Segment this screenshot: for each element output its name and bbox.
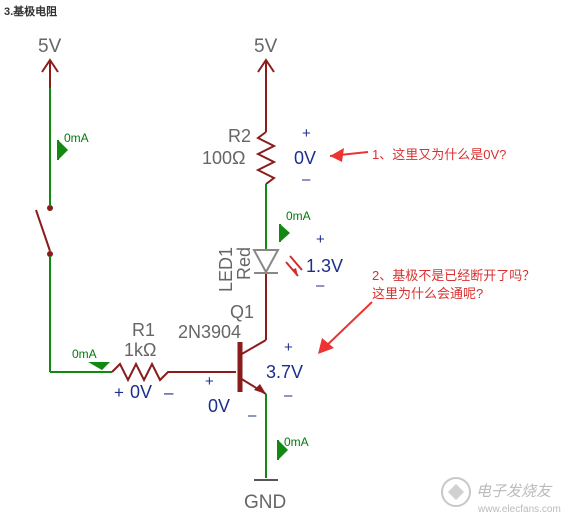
left-current-arrow-icon: [58, 140, 68, 160]
r1-resistor: [111, 361, 176, 383]
r2-voltage: 0V: [294, 148, 316, 168]
note2-arrow-line: [321, 301, 373, 351]
right-supply-label: 5V: [254, 36, 278, 57]
emitter-current-label: 0mA: [284, 435, 309, 449]
watermark: 电子发烧友 www.elecfans.com: [441, 477, 561, 515]
r2-ref-label: R2: [228, 126, 251, 146]
led-minus: –: [316, 277, 325, 294]
right-current-label: 0mA: [286, 209, 311, 223]
right-branch: [237, 58, 303, 481]
r1-value-label: 1kΩ: [124, 340, 156, 360]
q1-part-label: 2N3904: [178, 322, 241, 342]
watermark-brand: 电子发烧友: [476, 483, 553, 500]
q1-collector-leg: [239, 339, 267, 356]
left-branch: [35, 58, 236, 383]
left-current-label: 0mA: [64, 131, 89, 145]
led-emit-ray-2: [289, 255, 303, 271]
r1-ref-label: R1: [132, 320, 155, 340]
ground-label: GND: [244, 492, 286, 513]
led-ref-label: LED1: [216, 247, 236, 292]
left-supply-arrow: [41, 58, 59, 73]
r1-plus: +: [114, 383, 124, 402]
base-current-arrow-icon: [88, 362, 110, 370]
note2-text-line2: 这里为什么会通呢?: [372, 286, 483, 301]
q1-emitter-arrow: [254, 384, 266, 394]
watermark-url: www.elecfans.com: [477, 504, 561, 515]
note1-text: 1、这里又为什么是0V?: [372, 147, 506, 162]
led-body: [252, 249, 280, 275]
q1-voltage: 3.7V: [266, 362, 303, 382]
base-plus: +: [205, 373, 214, 390]
emitter-current-arrow-icon: [278, 440, 288, 460]
r1-voltage: 0V: [130, 382, 152, 402]
switch-blade: [35, 209, 51, 252]
base-voltage: 0V: [208, 396, 230, 416]
note2-text-line1: 2、基极不是已经断开了吗？: [372, 268, 535, 283]
led-color-label: Red: [234, 247, 254, 280]
q1-plus: +: [284, 339, 293, 356]
q1-ref-label: Q1: [230, 302, 254, 322]
right-current-arrow-icon: [280, 224, 290, 242]
left-supply-label: 5V: [38, 36, 62, 57]
r2-value-label: 100Ω: [202, 148, 246, 168]
note2-arrow-head: [318, 338, 334, 354]
base-current-label: 0mA: [72, 347, 97, 361]
switch-top-contact: [47, 205, 53, 211]
r2-minus: –: [302, 171, 311, 188]
right-supply-arrow: [257, 58, 275, 73]
section-title: 3.基极电阻: [4, 6, 58, 18]
switch-bottom-contact: [47, 251, 53, 257]
r1-minus: –: [164, 383, 174, 402]
led-emit-arrow-1: [292, 268, 298, 276]
q1-minus: –: [284, 387, 293, 404]
watermark-logo-mark: [448, 484, 464, 500]
base-minus: –: [248, 407, 257, 424]
r2-plus: +: [302, 125, 311, 142]
watermark-logo-icon: [441, 477, 471, 507]
note1-arrow-head: [330, 148, 344, 162]
led-voltage: 1.3V: [306, 256, 343, 276]
led-plus: +: [316, 231, 325, 248]
r2-resistor: [255, 131, 277, 185]
